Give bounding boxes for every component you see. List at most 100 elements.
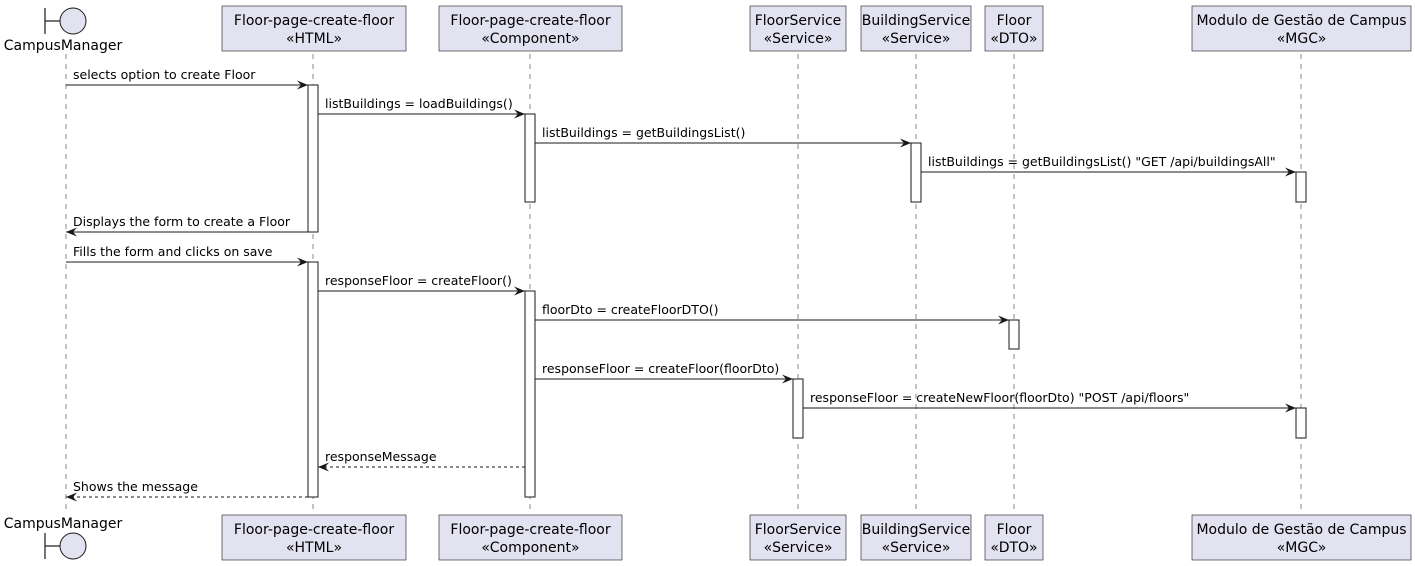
participant-bs-top: BuildingService «Service» bbox=[860, 5, 972, 52]
message-label: responseMessage bbox=[325, 449, 437, 464]
boundary-icon bbox=[59, 7, 87, 35]
arrowhead-icon bbox=[297, 80, 308, 90]
arrowhead-icon bbox=[514, 109, 525, 119]
participant-html-bottom: Floor-page-create-floor «HTML» bbox=[221, 514, 407, 561]
participant-name: Floor bbox=[997, 522, 1032, 538]
activation-bar-dto bbox=[1008, 319, 1020, 350]
participant-name: FloorService bbox=[755, 522, 842, 538]
participant-comp-bottom: Floor-page-create-floor «Component» bbox=[438, 514, 623, 561]
message-label: Displays the form to create a Floor bbox=[73, 214, 291, 229]
participant-box bbox=[438, 514, 623, 561]
participant-stereotype: «HTML» bbox=[286, 540, 342, 556]
activation-bar-html bbox=[307, 84, 319, 233]
activation-bar-html bbox=[307, 261, 319, 498]
boundary-icon bbox=[59, 532, 87, 560]
participant-stereotype: «HTML» bbox=[286, 31, 342, 47]
activation-bar-comp bbox=[524, 290, 536, 498]
participant-name: Floor-page-create-floor bbox=[450, 13, 610, 29]
participant-name: Floor bbox=[997, 13, 1032, 29]
message-7: responseFloor = createFloor() bbox=[318, 273, 525, 296]
arrowhead-icon bbox=[1285, 167, 1296, 177]
participant-stereotype: «DTO» bbox=[990, 540, 1037, 556]
activation-bar-fs bbox=[792, 378, 804, 439]
participant-box bbox=[984, 5, 1044, 52]
participant-box bbox=[984, 514, 1044, 561]
message-6: Fills the form and clicks on save bbox=[66, 244, 308, 267]
participant-comp-top: Floor-page-create-floor «Component» bbox=[438, 5, 623, 52]
participant-box bbox=[221, 514, 407, 561]
participant-name: FloorService bbox=[755, 13, 842, 29]
message-11: responseMessage bbox=[318, 449, 525, 472]
participant-cm-bottom: CampusManager bbox=[4, 516, 123, 560]
arrowhead-icon bbox=[998, 315, 1009, 325]
message-9: responseFloor = createFloor(floorDto) bbox=[535, 361, 793, 384]
participant-bs-bottom: BuildingService «Service» bbox=[860, 514, 972, 561]
participant-name: Modulo de Gestão de Campus bbox=[1196, 522, 1406, 538]
message-2: listBuildings = loadBuildings() bbox=[318, 96, 525, 119]
participant-stereotype: «Component» bbox=[481, 540, 579, 556]
message-label: responseFloor = createFloor(floorDto) bbox=[542, 361, 779, 376]
arrowhead-icon bbox=[1285, 403, 1296, 413]
message-label: listBuildings = loadBuildings() bbox=[325, 96, 513, 111]
arrowhead-icon bbox=[782, 374, 793, 384]
participant-box bbox=[749, 5, 847, 52]
participant-dto-bottom: Floor «DTO» bbox=[984, 514, 1044, 561]
message-4: listBuildings = getBuildingsList() "GET … bbox=[921, 154, 1296, 177]
participant-name: Floor-page-create-floor bbox=[450, 522, 610, 538]
participant-stereotype: «Service» bbox=[764, 540, 833, 556]
message-label: responseFloor = createFloor() bbox=[325, 273, 512, 288]
participant-fs-bottom: FloorService «Service» bbox=[749, 514, 847, 561]
activation-bar-comp bbox=[524, 113, 536, 203]
message-12: Shows the message bbox=[66, 479, 308, 502]
participant-stereotype: «Service» bbox=[882, 540, 951, 556]
message-10: responseFloor = createNewFloor(floorDto)… bbox=[803, 390, 1296, 413]
message-label: listBuildings = getBuildingsList() bbox=[542, 125, 745, 140]
participant-box bbox=[221, 5, 407, 52]
participant-stereotype: «MGC» bbox=[1277, 31, 1327, 47]
message-label: Shows the message bbox=[73, 479, 198, 494]
message-5: Displays the form to create a Floor bbox=[66, 214, 308, 237]
message-label: floorDto = createFloorDTO() bbox=[542, 302, 719, 317]
participant-stereotype: «Service» bbox=[882, 31, 951, 47]
participant-name: Floor-page-create-floor bbox=[234, 13, 394, 29]
participant-stereotype: «DTO» bbox=[990, 31, 1037, 47]
participant-box bbox=[1191, 514, 1412, 561]
participant-dto-top: Floor «DTO» bbox=[984, 5, 1044, 52]
participant-box bbox=[438, 5, 623, 52]
participant-name: BuildingService bbox=[862, 522, 971, 538]
participant-name: BuildingService bbox=[862, 13, 971, 29]
activation-bar-mgc bbox=[1295, 171, 1307, 203]
arrowhead-icon bbox=[318, 462, 329, 472]
participant-stereotype: «Component» bbox=[481, 31, 579, 47]
arrowhead-icon bbox=[66, 492, 77, 502]
arrowhead-icon bbox=[66, 227, 77, 237]
arrowhead-icon bbox=[297, 257, 308, 267]
participant-stereotype: «Service» bbox=[764, 31, 833, 47]
participant-stereotype: «MGC» bbox=[1277, 540, 1327, 556]
participant-box bbox=[1191, 5, 1412, 52]
message-label: responseFloor = createNewFloor(floorDto)… bbox=[810, 390, 1189, 405]
message-label: selects option to create Floor bbox=[73, 67, 256, 82]
arrowhead-icon bbox=[900, 138, 911, 148]
message-label: listBuildings = getBuildingsList() "GET … bbox=[928, 154, 1276, 169]
participant-cm-top: CampusManager bbox=[4, 7, 123, 54]
participant-name: Floor-page-create-floor bbox=[234, 522, 394, 538]
activation-bar-bs bbox=[910, 142, 922, 203]
arrowhead-icon bbox=[514, 286, 525, 296]
participant-box bbox=[860, 5, 972, 52]
participant-name: CampusManager bbox=[4, 516, 123, 532]
participant-name: Modulo de Gestão de Campus bbox=[1196, 13, 1406, 29]
participant-fs-top: FloorService «Service» bbox=[749, 5, 847, 52]
participant-name: CampusManager bbox=[4, 38, 123, 54]
participant-box bbox=[860, 514, 972, 561]
participant-box bbox=[749, 514, 847, 561]
participant-html-top: Floor-page-create-floor «HTML» bbox=[221, 5, 407, 52]
message-label: Fills the form and clicks on save bbox=[73, 244, 273, 259]
participant-mgc-top: Modulo de Gestão de Campus «MGC» bbox=[1191, 5, 1412, 52]
message-1: selects option to create Floor bbox=[66, 67, 308, 90]
message-3: listBuildings = getBuildingsList() bbox=[535, 125, 911, 148]
participant-mgc-bottom: Modulo de Gestão de Campus «MGC» bbox=[1191, 514, 1412, 561]
activation-bar-mgc bbox=[1295, 407, 1307, 439]
message-8: floorDto = createFloorDTO() bbox=[535, 302, 1009, 325]
